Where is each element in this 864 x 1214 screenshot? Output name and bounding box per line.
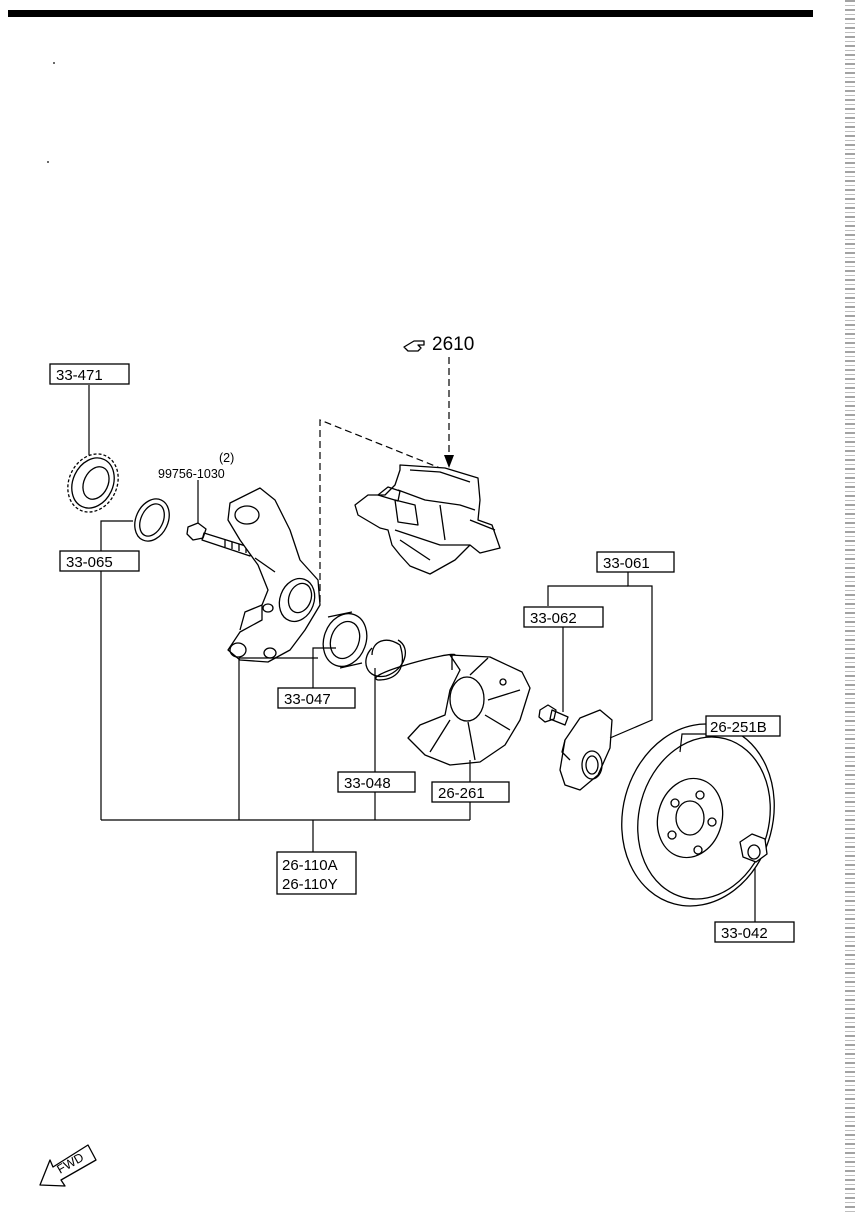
callout-33-065[interactable]: 33-065: [59, 550, 140, 572]
svg-text:26-110Y: 26-110Y: [282, 876, 338, 893]
hub-nut: [739, 833, 768, 863]
callout-33-042[interactable]: 33-042: [714, 921, 795, 943]
top-rule: [8, 10, 813, 17]
reference-label: 2610: [432, 334, 474, 355]
wheel-hub: [559, 709, 613, 791]
wheel-bearing: [322, 611, 368, 669]
leader-line: [547, 585, 628, 606]
callout-33-048[interactable]: 33-048: [337, 771, 416, 793]
leader-line: [609, 572, 653, 739]
knuckle-bolt: [186, 522, 253, 557]
fwd-arrow-icon: FWD: [39, 1144, 97, 1187]
svg-text:99756-1030: 99756-1030: [158, 467, 225, 481]
leader-line: [319, 419, 446, 602]
oil-seal: [134, 498, 170, 542]
brake-disc: [621, 723, 775, 907]
svg-text:33-471: 33-471: [56, 367, 103, 384]
svg-text:(2): (2): [219, 451, 234, 465]
bolt-qty: (2): [219, 451, 234, 465]
leader-line: [312, 647, 336, 688]
svg-text:33-042: 33-042: [721, 925, 768, 942]
steering-knuckle: [227, 487, 321, 663]
arrow-head: [444, 455, 454, 468]
svg-text:33-048: 33-048: [344, 775, 391, 792]
svg-text:33-065: 33-065: [66, 554, 113, 571]
svg-text:26-261: 26-261: [438, 785, 485, 802]
leader-line: [100, 520, 133, 820]
callout-26-110[interactable]: 26-110A 26-110Y: [276, 851, 357, 895]
reference-2610[interactable]: 2610: [403, 334, 474, 355]
callout-33-047[interactable]: 33-047: [277, 687, 356, 709]
svg-text:33-047: 33-047: [284, 691, 331, 708]
hub-bolt: [538, 704, 569, 726]
svg-text:33-061: 33-061: [603, 555, 650, 572]
callout-33-471[interactable]: 33-471: [49, 363, 130, 385]
dust-cover: [407, 654, 531, 766]
callout-33-062[interactable]: 33-062: [523, 606, 604, 628]
svg-text:33-062: 33-062: [530, 610, 577, 627]
svg-text:26-110A: 26-110A: [282, 857, 338, 874]
brake-caliper: [354, 464, 501, 575]
callout-33-061[interactable]: 33-061: [596, 551, 675, 573]
scan-dot: [47, 161, 49, 163]
svg-text:26-251B: 26-251B: [710, 719, 767, 736]
snap-ring: [371, 639, 456, 681]
snap-ring-arc: [365, 639, 407, 678]
leader-line: [679, 733, 706, 753]
callout-26-261[interactable]: 26-261: [431, 781, 510, 803]
scan-dot: [53, 62, 55, 64]
bolt-part-number[interactable]: 99756-1030: [158, 467, 225, 481]
sensor-rotor-ring: [67, 453, 119, 513]
pointing-hand-icon: [403, 340, 425, 352]
callout-26-251b[interactable]: 26-251B: [705, 715, 781, 737]
scan-edge: [845, 0, 855, 1214]
